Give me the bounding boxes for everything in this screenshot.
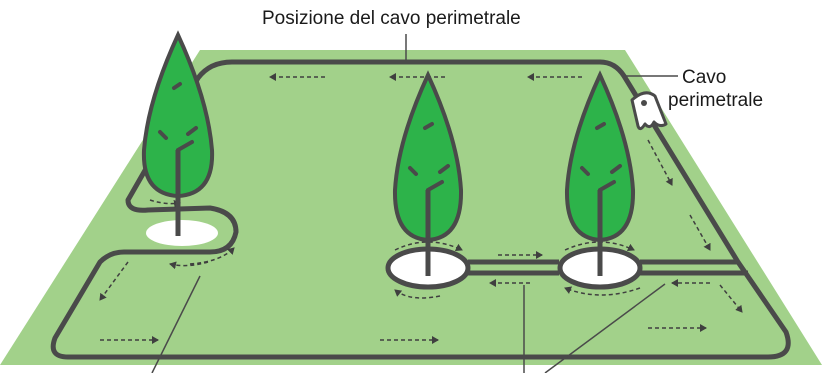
perimeter-wire: [50, 59, 791, 360]
perimeter-wire-label: Cavo perimetrale: [668, 66, 763, 112]
tree-icon: [141, 30, 215, 236]
perimeter-wire-label-line1: Cavo: [682, 67, 727, 88]
island-connector-wire: [468, 259, 748, 276]
tree-icon: [392, 70, 464, 276]
mowing-direction-arrows: [99, 73, 743, 344]
robotic-mower-icon: [630, 91, 668, 131]
tree-icon: [564, 70, 636, 276]
tree-clearing-left: [146, 220, 218, 246]
pointer-lines: [151, 34, 678, 373]
wire-position-label: Posizione del cavo perimetrale: [262, 8, 521, 29]
perimeter-wire-label-line2: perimetrale: [668, 90, 764, 111]
